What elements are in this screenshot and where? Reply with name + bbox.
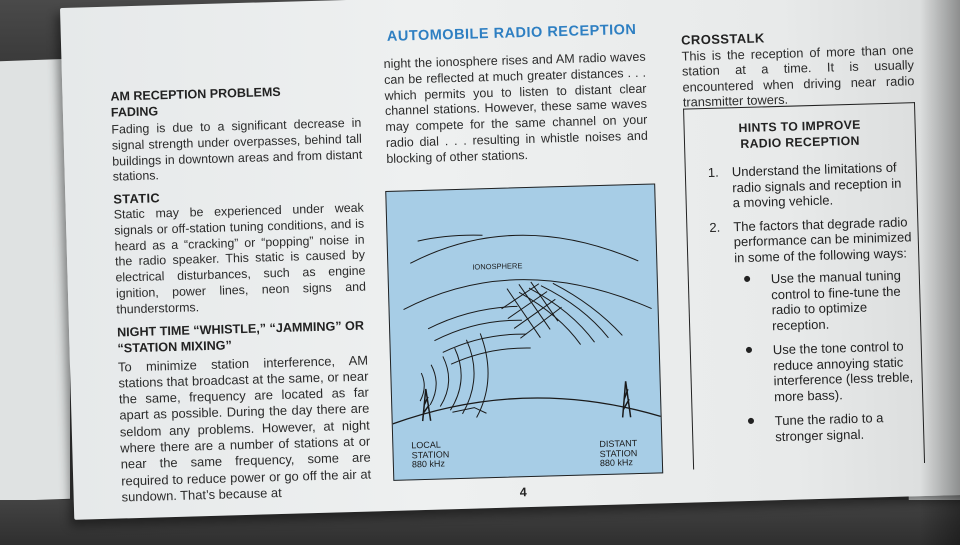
ionosphere-text: night the ionosphere rises and AM radio … [383, 49, 648, 166]
bullet-icon: ● [746, 411, 756, 428]
hint-number: 1. [707, 164, 719, 180]
distant-tower-icon [621, 381, 632, 418]
distant-station-label: DISTANT STATION 880 kHz [599, 438, 638, 469]
page-title: AUTOMOBILE RADIO RECEPTION [386, 21, 637, 45]
hint-text: The factors that degrade radio performan… [733, 213, 912, 265]
radio-wave-diagram: IONOSPHERE LOCAL STATION 880 kHz DISTANT… [385, 183, 664, 481]
bullet-text: Use the manual tuning control to fine-tu… [770, 267, 902, 333]
local-station-label: LOCAL STATION 880 kHz [411, 440, 449, 470]
ionosphere-line-lower [403, 279, 652, 310]
fading-text: Fading is due to a significant decrease … [111, 115, 363, 184]
previous-page-edge [0, 58, 70, 502]
local-label-line: 880 kHz [411, 458, 446, 470]
middle-column: night the ionosphere rises and AM radio … [383, 50, 648, 173]
ionosphere-line-upper [410, 234, 639, 264]
ground-arc [392, 397, 661, 425]
diagram-svg [392, 234, 661, 425]
hint-item: 1. Understand the limitations of radio s… [686, 159, 917, 212]
left-column: AM RECEPTION PROBLEMS FADING Fading is d… [110, 82, 372, 511]
bullet-icon: ● [744, 340, 754, 358]
hint-bullet: ● Tune the radio to a stronger signal. [693, 409, 924, 446]
hint-text: Understand the limitations of radio sign… [731, 159, 902, 211]
bullet-text: Tune the radio to a stronger signal. [774, 410, 884, 444]
night-time-text: To minimize station interference, AM sta… [117, 352, 372, 505]
hint-bullet: ● Use the tone control to reduce annoyin… [691, 338, 923, 406]
ground-wave-arcs [419, 333, 489, 418]
local-tower-icon [421, 388, 432, 422]
bullet-text: Use the tone control to reduce annoying … [772, 338, 914, 404]
ionosphere-label: IONOSPHERE [472, 261, 523, 272]
bullet-icon: ● [742, 269, 752, 287]
interference-grid [501, 281, 562, 339]
spine-shadow [920, 0, 960, 545]
ionosphere-line-top [417, 234, 483, 242]
hint-number: 2. [709, 219, 721, 235]
page-number: 4 [519, 485, 527, 500]
manual-page: AUTOMOBILE RADIO RECEPTION AM RECEPTION … [60, 0, 960, 520]
crosstalk-text: This is the reception of more than one s… [681, 41, 915, 110]
right-column: CROSSTALK This is the reception of more … [681, 26, 915, 115]
static-text: Static may be experienced under weak sig… [113, 200, 367, 317]
hints-box: HINTS TO IMPROVE RADIO RECEPTION 1. Unde… [683, 102, 926, 470]
hint-item: 2. The factors that degrade radio perfor… [687, 214, 918, 267]
night-time-heading: NIGHT TIME “WHISTLE,” “JAMMING” OR “STAT… [116, 318, 365, 356]
distant-label-line: 880 kHz [599, 457, 634, 469]
hint-bullet: ● Use the manual tuning control to fine-… [689, 267, 921, 335]
